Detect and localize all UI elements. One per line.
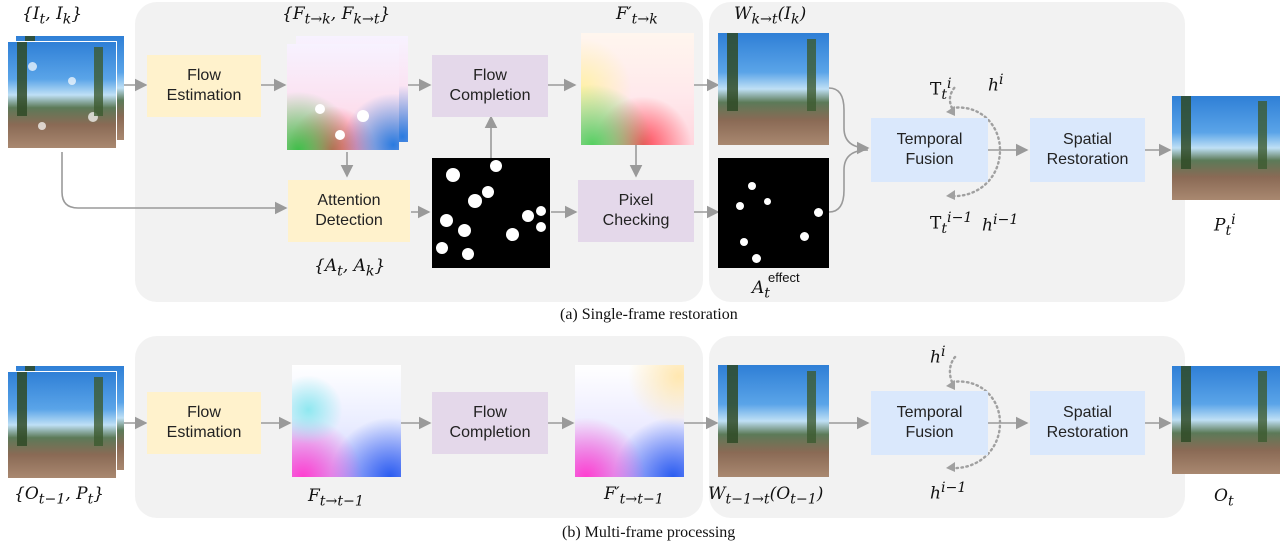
flow-estimation-box-b: Flow Estimation	[147, 392, 261, 454]
flow-hole	[335, 130, 345, 140]
label-h-top-a: hi	[988, 72, 1004, 96]
label-input-b: {Ot−1, Pt}	[14, 484, 105, 508]
mask-blob	[536, 206, 546, 216]
label-flows-a: {Ft→k, Fk→t}	[282, 4, 391, 28]
caption-b: (b) Multi-frame processing	[562, 524, 736, 541]
label-T-top-a: Tti	[930, 76, 952, 104]
mask-blob	[436, 242, 448, 254]
flow-estimation-box-a: Flow Estimation	[147, 55, 261, 117]
label-flow-completed-a: F′t→k	[616, 4, 658, 28]
label-h-bottom-b: hi−1	[930, 480, 967, 504]
temporal-fusion-box-a: Temporal Fusion	[871, 118, 988, 182]
mask-blob	[536, 222, 546, 232]
warped-frame-a	[718, 33, 829, 145]
raindrop	[88, 112, 98, 122]
mask-blob	[522, 210, 534, 222]
completed-flow-b	[575, 365, 684, 477]
input-frame-b-front	[7, 371, 117, 479]
effect-mask	[718, 158, 829, 268]
effect-crescent	[800, 232, 809, 241]
spatial-restoration-box-b: Spatial Restoration	[1030, 391, 1145, 455]
label-h-top-b: hi	[930, 344, 946, 368]
mask-blob	[468, 194, 482, 208]
raindrop	[28, 62, 37, 71]
effect-crescent	[814, 208, 823, 217]
loop-b-arrowhead-top	[946, 380, 955, 390]
flow-hole	[315, 104, 325, 114]
label-output-b: Ot	[1214, 486, 1234, 510]
mask-blob	[462, 248, 474, 260]
flow-completion-box-b: Flow Completion	[432, 392, 548, 454]
loop-a-arrowhead-bottom	[946, 190, 955, 200]
raindrop	[68, 77, 76, 85]
label-warped-a: Wk→t(Ik)	[734, 4, 807, 28]
pixel-checking-box: Pixel Checking	[578, 180, 694, 242]
flow-map-pair-front	[287, 44, 399, 150]
input-frame-front	[7, 41, 117, 149]
loop-a	[948, 106, 1002, 198]
attention-mask	[432, 158, 550, 268]
label-effect: At	[752, 278, 770, 302]
label-T-bottom-a: Tti−1	[930, 210, 973, 238]
loop-a-arrowhead-top	[946, 106, 955, 116]
label-warped-b: Wt−1→t(Ot−1)	[708, 484, 824, 508]
mask-blob	[440, 214, 453, 227]
label-effect-sup: effect	[768, 270, 800, 285]
mask-blob	[446, 168, 460, 182]
flow-hole	[357, 110, 369, 122]
arrow-input-to-attention	[61, 152, 288, 215]
temporal-fusion-box-b: Temporal Fusion	[871, 391, 988, 455]
effect-crescent	[748, 182, 756, 190]
label-input-a: {It, Ik}	[22, 4, 83, 28]
effect-crescent	[740, 238, 748, 246]
loop-b-arrowhead-bottom	[946, 462, 955, 472]
warped-frame-b	[718, 365, 829, 477]
attention-detection-box: Attention Detection	[288, 180, 410, 242]
effect-crescent	[752, 254, 761, 263]
flow-completion-box-a: Flow Completion	[432, 55, 548, 117]
label-flow-b: Ft→t−1	[308, 486, 364, 510]
label-flow-completed-b: F′t→t−1	[604, 484, 664, 508]
loop-a-top-arc	[948, 84, 958, 110]
arrow-effect-to-fusion	[828, 149, 869, 213]
completed-flow-a	[581, 33, 694, 145]
mask-blob	[482, 186, 494, 198]
arrow-warped-to-fusion	[828, 87, 870, 155]
flow-map-b	[292, 365, 401, 477]
spatial-restoration-box-a: Spatial Restoration	[1030, 118, 1145, 182]
mask-blob	[458, 224, 471, 237]
loop-b-top-arc	[948, 354, 958, 384]
mask-blob	[506, 228, 519, 241]
label-output-a: Pti	[1214, 212, 1236, 240]
raindrop	[38, 122, 46, 130]
output-frame-a	[1172, 96, 1280, 200]
effect-crescent	[736, 202, 744, 210]
effect-crescent	[764, 198, 771, 205]
output-frame-b	[1172, 366, 1280, 474]
label-attention: {At, Ak}	[314, 256, 386, 280]
caption-a: (a) Single-frame restoration	[560, 306, 738, 323]
loop-b	[948, 380, 1002, 470]
mask-blob	[490, 160, 502, 172]
label-h-bottom-a: hi−1	[982, 212, 1019, 236]
